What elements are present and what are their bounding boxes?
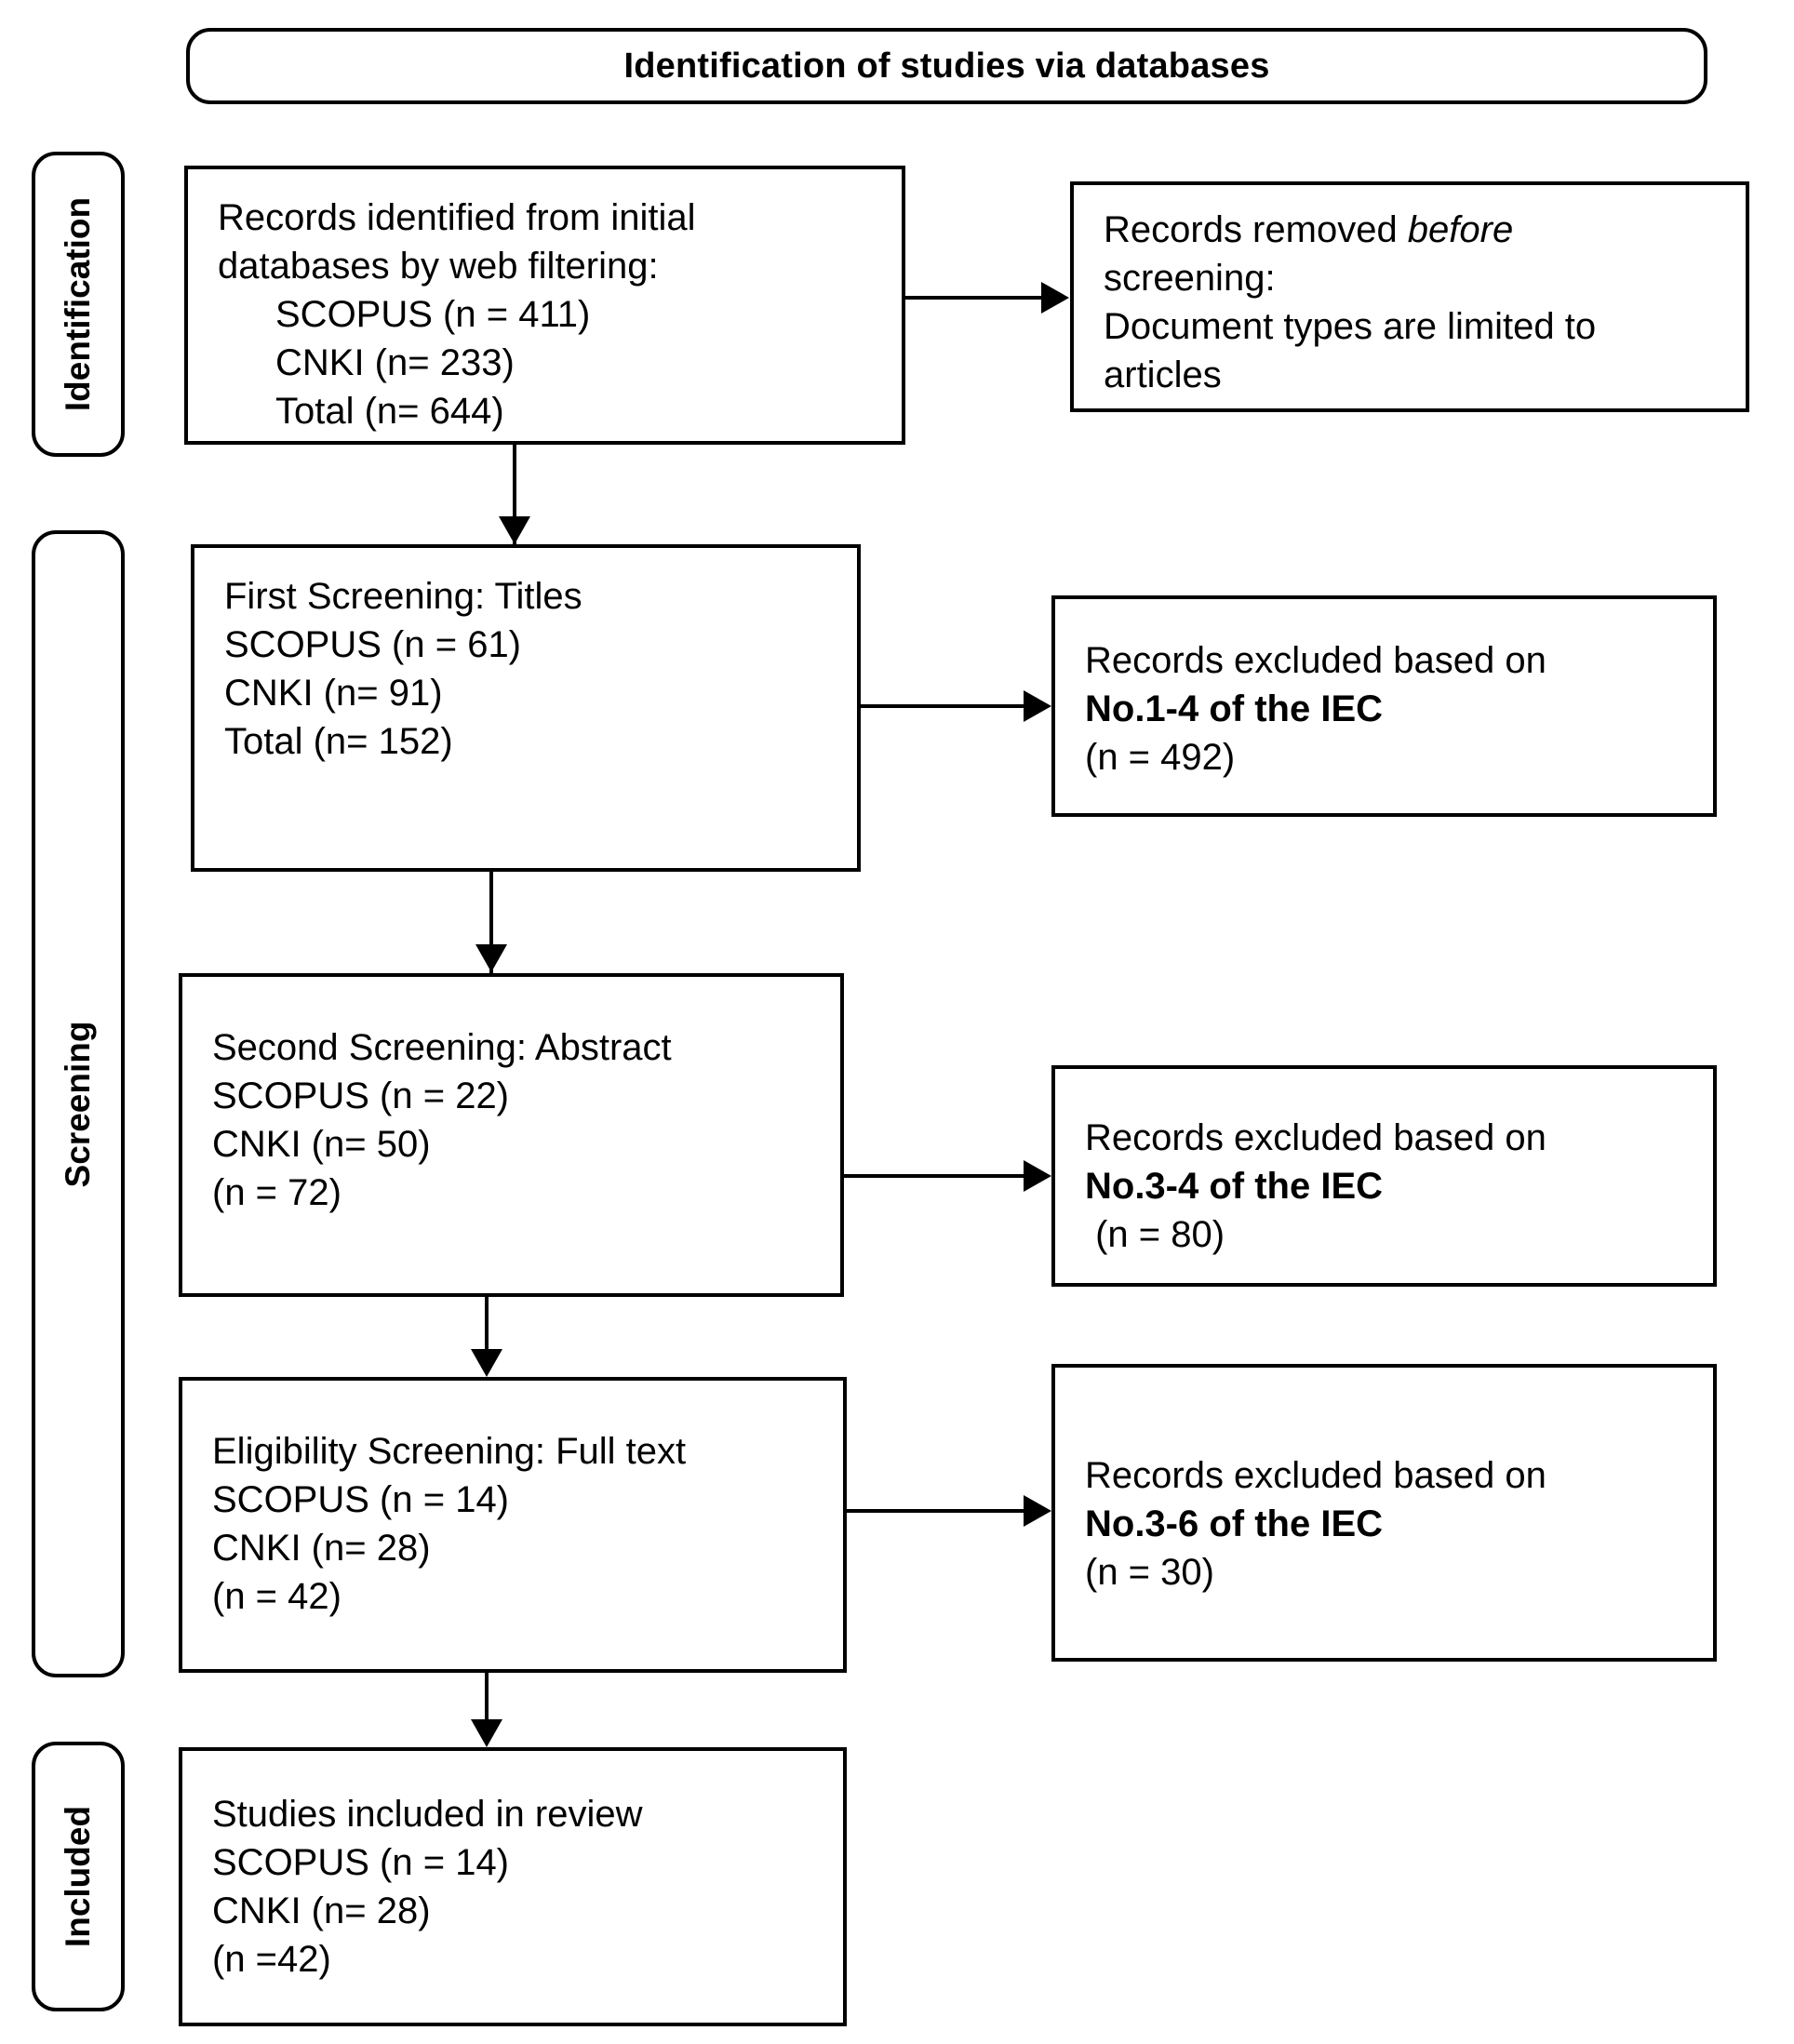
box-first-screening: First Screening: Titles SCOPUS (n = 61) … — [191, 544, 861, 872]
records-excluded-2-line-1: Records excluded based on — [1085, 1117, 1546, 1158]
connector-first-screening-to-excluded-1 — [861, 704, 1025, 708]
connector-identified-to-first-screening — [513, 445, 516, 547]
studies-included-line-2: SCOPUS (n = 14) — [212, 1842, 510, 1883]
stage-band-identification: Identification — [32, 152, 125, 457]
records-excluded-1-line-2: No.1-4 of the IEC — [1085, 688, 1384, 729]
studies-included-line-3: CNKI (n= 28) — [212, 1890, 431, 1931]
arrowhead-eligibility-to-included — [471, 1719, 502, 1747]
stage-band-screening: Screening — [32, 530, 125, 1677]
connector-first-screening-to-second-screening — [489, 872, 493, 974]
connector-second-screening-to-eligibility — [485, 1297, 489, 1367]
records-identified-line-1: Records identified from initial — [218, 197, 696, 238]
italic-before-word: before — [1407, 209, 1514, 250]
records-identified-line-2: databases by web filtering: — [218, 246, 659, 287]
stage-label-identification: Identification — [59, 196, 97, 412]
records-identified-line-5: Total (n= 644) — [275, 391, 504, 432]
connector-identified-to-removed — [905, 296, 1043, 300]
arrowhead-first-screening-to-excluded-1 — [1024, 690, 1051, 722]
records-excluded-3-line-2: No.3-6 of the IEC — [1085, 1503, 1384, 1544]
connector-eligibility-to-included — [485, 1673, 489, 1736]
first-screening-line-4: Total (n= 152) — [224, 721, 453, 762]
arrowhead-eligibility-to-excluded-3 — [1024, 1495, 1051, 1527]
connector-eligibility-to-excluded-3 — [847, 1509, 1025, 1513]
eligibility-screening-line-4: (n = 42) — [212, 1576, 341, 1617]
records-excluded-1-line-3: (n = 492) — [1085, 737, 1236, 778]
connector-second-screening-to-excluded-2 — [844, 1174, 1025, 1178]
box-second-screening: Second Screening: Abstract SCOPUS (n = 2… — [179, 973, 844, 1297]
studies-included-line-1: Studies included in review — [212, 1794, 643, 1835]
arrowhead-second-screening-to-eligibility — [471, 1349, 502, 1377]
stage-label-screening: Screening — [59, 1021, 97, 1187]
records-identified-line-3: SCOPUS (n = 411) — [275, 294, 591, 335]
page-title: Identification of studies via databases — [623, 46, 1270, 86]
stage-label-included: Included — [59, 1805, 97, 1948]
first-screening-line-2: SCOPUS (n = 61) — [224, 624, 522, 665]
arrowhead-identified-to-first-screening — [499, 516, 530, 544]
box-studies-included: Studies included in review SCOPUS (n = 1… — [179, 1747, 847, 2026]
box-records-removed-before-screening: Records removed before screening: Docume… — [1070, 181, 1749, 412]
records-removed-line-3: Document types are limited to — [1104, 306, 1597, 347]
box-eligibility-screening: Eligibility Screening: Full text SCOPUS … — [179, 1377, 847, 1673]
second-screening-line-2: SCOPUS (n = 22) — [212, 1075, 510, 1116]
records-excluded-1-line-1: Records excluded based on — [1085, 640, 1546, 681]
diagram-title-box: Identification of studies via databases — [186, 28, 1707, 104]
second-screening-line-3: CNKI (n= 50) — [212, 1124, 431, 1165]
records-removed-line-1: Records removed before — [1104, 209, 1514, 250]
records-excluded-3-line-1: Records excluded based on — [1085, 1455, 1546, 1496]
records-removed-line-4: articles — [1104, 354, 1222, 395]
first-screening-line-3: CNKI (n= 91) — [224, 673, 443, 714]
records-excluded-2-line-3: (n = 80) — [1085, 1214, 1225, 1255]
arrowhead-identified-to-removed — [1041, 282, 1069, 314]
eligibility-screening-line-3: CNKI (n= 28) — [212, 1528, 431, 1569]
stage-band-included: Included — [32, 1742, 125, 2011]
records-excluded-3-line-3: (n = 30) — [1085, 1552, 1214, 1593]
box-records-excluded-3: Records excluded based on No.3-6 of the … — [1051, 1364, 1717, 1662]
box-records-excluded-2: Records excluded based on No.3-4 of the … — [1051, 1065, 1717, 1287]
eligibility-screening-line-2: SCOPUS (n = 14) — [212, 1479, 510, 1520]
arrowhead-second-screening-to-excluded-2 — [1024, 1160, 1051, 1192]
second-screening-line-4: (n = 72) — [212, 1172, 341, 1213]
studies-included-line-4: (n =42) — [212, 1939, 331, 1980]
records-identified-line-4: CNKI (n= 233) — [275, 342, 515, 383]
eligibility-screening-line-1: Eligibility Screening: Full text — [212, 1431, 687, 1472]
records-removed-line-2: screening: — [1104, 258, 1276, 299]
second-screening-line-1: Second Screening: Abstract — [212, 1027, 672, 1068]
records-excluded-2-line-2: No.3-4 of the IEC — [1085, 1166, 1384, 1207]
first-screening-line-1: First Screening: Titles — [224, 576, 582, 617]
arrowhead-first-screening-to-second-screening — [475, 944, 507, 972]
box-records-identified: Records identified from initial database… — [184, 166, 905, 445]
box-records-excluded-1: Records excluded based on No.1-4 of the … — [1051, 595, 1717, 817]
